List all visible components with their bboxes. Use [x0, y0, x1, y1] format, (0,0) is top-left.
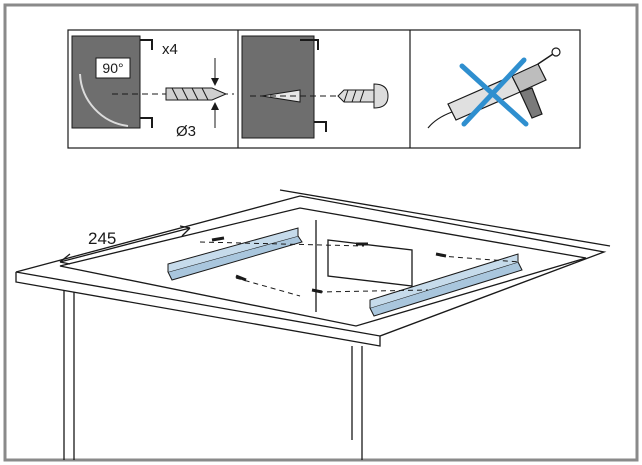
worktop-back-edge — [279, 189, 611, 247]
diameter-label: Ø3 — [176, 123, 196, 140]
panel-no-sealant — [427, 47, 561, 129]
angle-arc — [79, 73, 129, 127]
outer-frame — [3, 3, 639, 462]
wall-section — [241, 35, 315, 139]
hob-cutout — [59, 207, 587, 327]
cabinet-lip — [140, 39, 153, 128]
instruction-panels: 90° x4 Ø3 — [67, 29, 581, 149]
angle-label: 90° — [102, 60, 123, 76]
count-label: x4 — [162, 41, 178, 58]
dimension-indicator — [59, 225, 191, 265]
sealant-gun-icon — [427, 47, 561, 129]
panel-screw — [241, 35, 389, 139]
worktop-top-surface — [15, 195, 607, 337]
screw-icon — [337, 83, 389, 109]
drill-bit — [165, 87, 228, 101]
mounting-bracket-right — [369, 253, 523, 317]
panel-drill: 90° x4 Ø3 — [71, 35, 234, 140]
installation-scene — [15, 189, 611, 460]
panel-strip-border — [67, 29, 581, 149]
cabinet-wall-section — [71, 35, 141, 129]
bracket-screws — [199, 236, 521, 297]
cabinet-rear-opening — [327, 239, 413, 287]
mounting-bracket-left — [167, 227, 303, 281]
diameter-indicator — [211, 58, 219, 128]
prohibited-cross-icon — [459, 57, 529, 127]
dimension-label: 245 — [88, 229, 116, 248]
wall-lip — [300, 39, 327, 132]
worktop-front-edge — [15, 272, 381, 347]
angle-box — [95, 57, 131, 79]
